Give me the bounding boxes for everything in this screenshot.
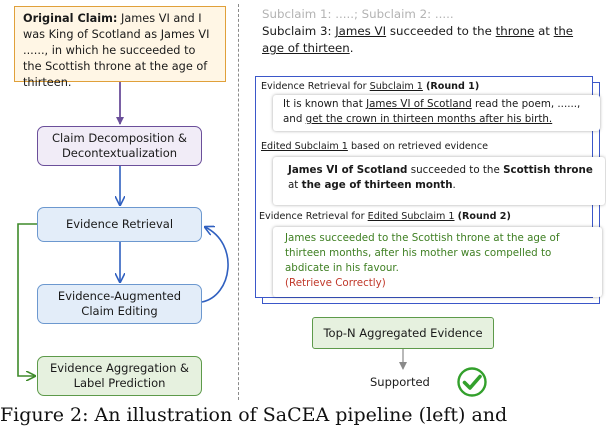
- round2-header-prefix: Evidence Retrieval for: [259, 211, 365, 222]
- previous-subclaims: Subclaim 1: .....; Subclaim 2: .....: [262, 7, 454, 21]
- round1-evidence-card: It is known that James VI of Scotland re…: [273, 95, 600, 131]
- loop-arrow-editing-to-retrieval: [201, 227, 229, 303]
- round1-evidence-text-2: read the poem, ......, and: [283, 98, 581, 125]
- round1-evidence-entity: James VI of Scotland: [366, 98, 472, 110]
- edited-subclaim-link: Edited Subclaim 1: [261, 141, 348, 152]
- edited-subclaim-text-1: succeeded to the: [410, 164, 500, 176]
- top-n-aggregated-evidence-label: Top-N Aggregated Evidence: [323, 326, 483, 340]
- evidence-retrieval-label: Evidence Retrieval: [65, 217, 174, 232]
- round1-header: Evidence Retrieval for Subclaim 1 (Round…: [261, 81, 479, 93]
- claim-decomposition-label-2: Decontextualization: [61, 146, 178, 160]
- evidence-aggregation-label-1: Evidence Aggregation &: [50, 361, 189, 376]
- edited-subclaim-age: the age of thirteen month: [301, 178, 453, 191]
- edited-subclaim-throne: Scottish throne: [503, 164, 593, 176]
- figure-caption: Figure 2: An illustration of SaCEA pipel…: [0, 404, 606, 426]
- supported-label: Supported: [370, 375, 430, 389]
- edited-subclaim-text-2: at: [288, 178, 299, 191]
- round2-header-round: (Round 2): [457, 211, 511, 222]
- round1-evidence-key-fact: get the crown in thirteen months after h…: [305, 112, 553, 125]
- round1-evidence-text-1: It is known that: [283, 98, 363, 110]
- edited-subclaim-card: James VI of Scotland succeeded to the Sc…: [273, 157, 605, 205]
- claim-editing-label-1: Evidence-Augmented: [57, 289, 182, 304]
- round1-header-subclaim: Subclaim 1: [369, 81, 423, 92]
- round2-evidence-text: James succeeded to the Scottish throne a…: [285, 232, 560, 274]
- figure-caption-text: Figure 2: An illustration of SaCEA pipel…: [0, 404, 508, 426]
- claim-decomposition-step: Claim Decomposition & Decontextualizatio…: [37, 126, 202, 166]
- edited-subclaim-header: Edited Subclaim 1 based on retrieved evi…: [261, 141, 488, 153]
- subclaim-3-throne: throne: [495, 24, 535, 39]
- original-claim-box: Original Claim: James VI and I was King …: [14, 6, 226, 89]
- subclaim-3-subject: James VI: [335, 24, 387, 39]
- top-n-aggregated-evidence: Top-N Aggregated Evidence: [312, 317, 494, 349]
- subclaim-3-label: Subclaim 3:: [262, 24, 332, 39]
- claim-editing-step: Evidence-Augmented Claim Editing: [37, 284, 202, 324]
- subclaim-3-age: the age of thirteen: [262, 24, 574, 56]
- verdict: Supported: [370, 375, 430, 389]
- subclaim-3-text-1: succeeded to the: [389, 24, 492, 39]
- subclaim-3-text-2: at: [538, 24, 550, 39]
- original-claim-label: Original Claim:: [23, 12, 118, 25]
- check-circle-icon: [457, 367, 487, 397]
- edited-subclaim-entity: James VI of Scotland: [288, 164, 408, 176]
- edited-subclaim-suffix: based on retrieved evidence: [350, 141, 489, 152]
- edited-subclaim-end: .: [452, 178, 456, 191]
- round2-header: Evidence Retrieval for Edited Subclaim 1…: [259, 211, 511, 223]
- round2-header-subclaim: Edited Subclaim 1: [367, 211, 455, 222]
- subclaims-block: Subclaim 1: .....; Subclaim 2: ..... Sub…: [262, 6, 592, 57]
- retrieve-correctly-note: (Retrieve Correctly): [285, 276, 386, 289]
- evidence-aggregation-step: Evidence Aggregation & Label Prediction: [37, 356, 202, 396]
- evidence-panel: Evidence Retrieval for Subclaim 1 (Round…: [255, 76, 605, 298]
- round1-header-prefix: Evidence Retrieval for: [261, 81, 367, 92]
- subclaim-3-end: .: [349, 41, 354, 56]
- original-claim-text: James VI and I was King of Scotland as J…: [23, 12, 210, 90]
- arrow-retrieval-to-aggregation: [17, 223, 37, 376]
- round2-evidence-card: James succeeded to the Scottish throne a…: [273, 227, 602, 297]
- claim-decomposition-label-1: Claim Decomposition &: [52, 131, 187, 146]
- round1-header-round: (Round 1): [425, 81, 480, 92]
- claim-editing-label-2: Claim Editing: [81, 304, 158, 318]
- subclaim-3: Subclaim 3: James VI succeeded to the th…: [262, 23, 592, 57]
- evidence-aggregation-label-2: Label Prediction: [73, 376, 166, 390]
- evidence-retrieval-step: Evidence Retrieval: [37, 207, 202, 242]
- panel-divider: [238, 4, 239, 400]
